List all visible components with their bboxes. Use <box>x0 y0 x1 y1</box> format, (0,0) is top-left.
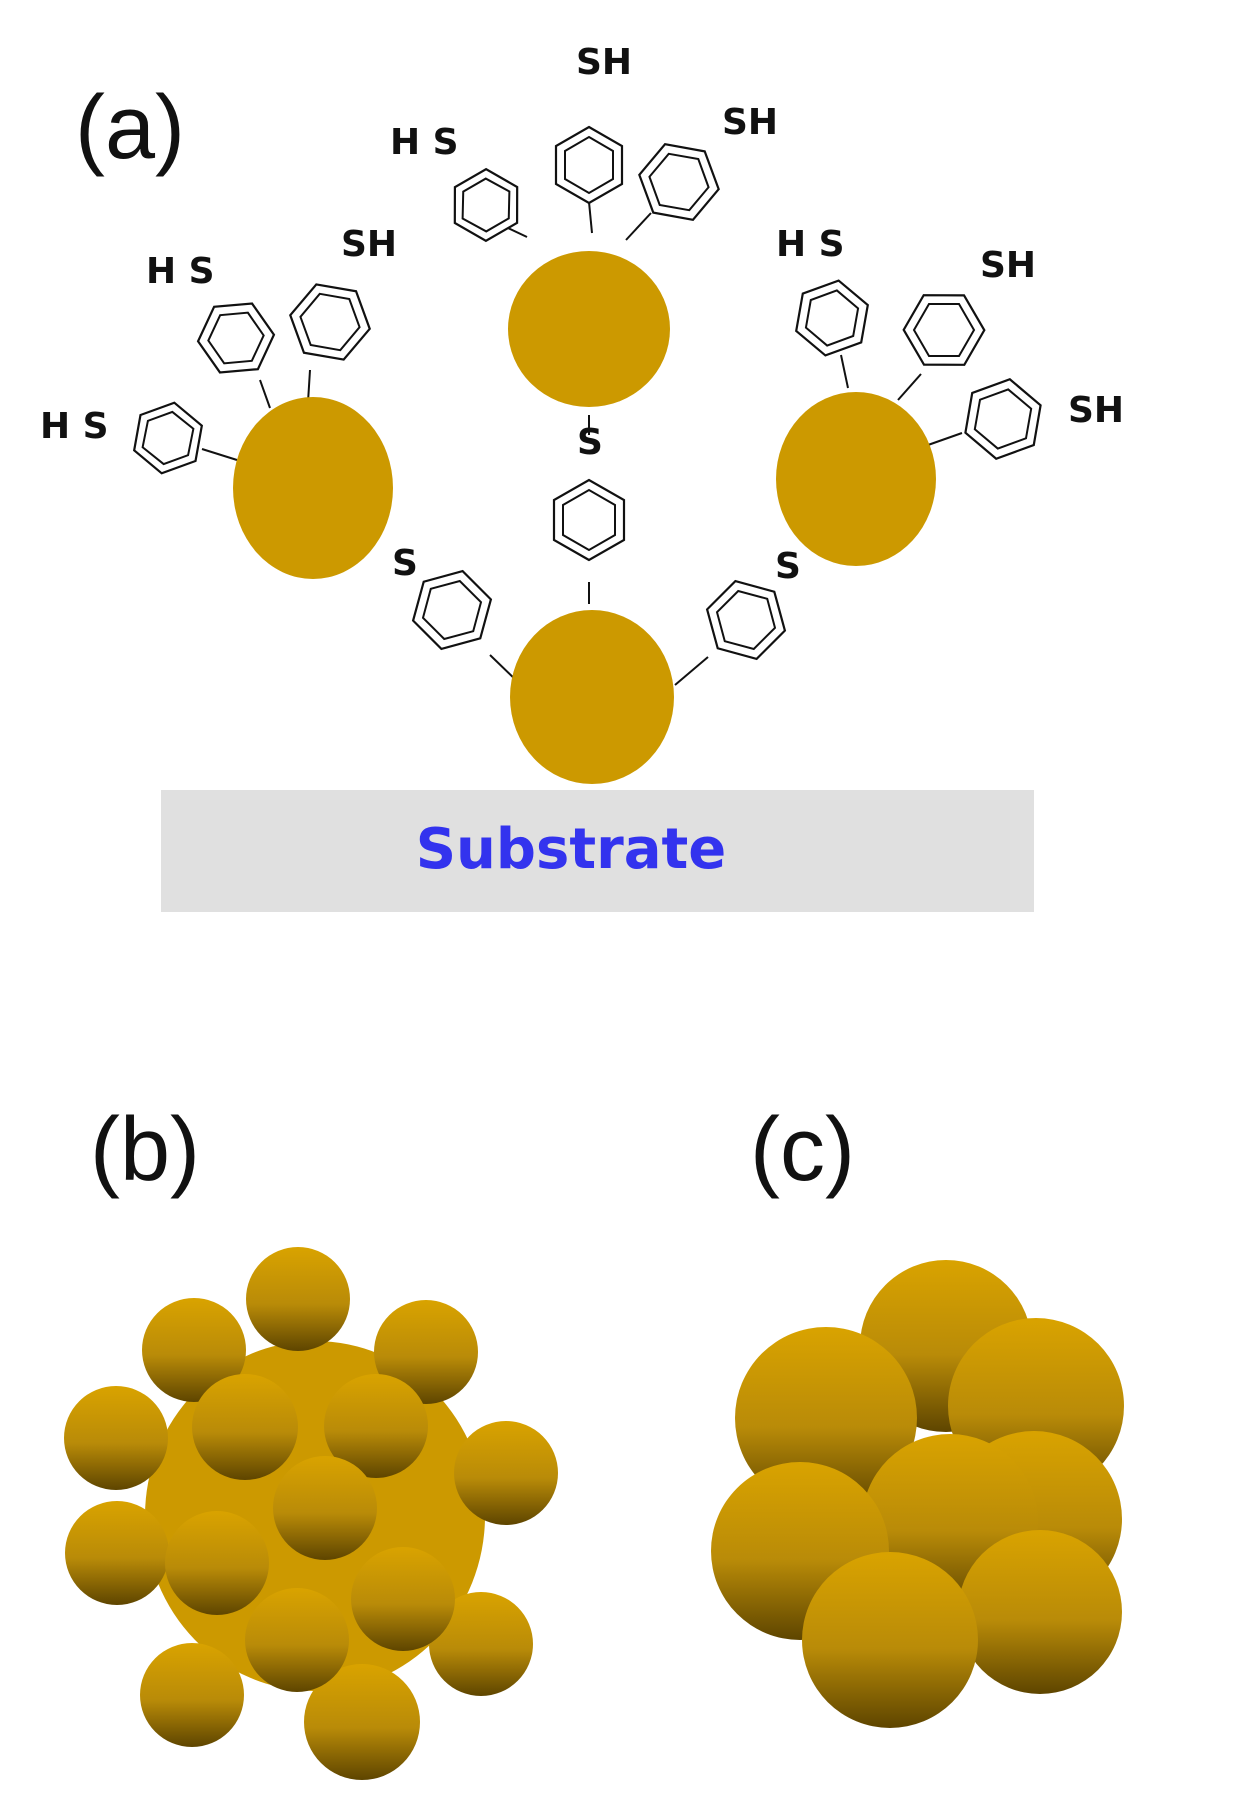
gold-sphere <box>245 1588 349 1692</box>
benzene-ring <box>705 579 787 661</box>
benzene-ring <box>289 283 371 361</box>
gold-sphere <box>246 1247 350 1351</box>
gold-sphere <box>64 1386 168 1490</box>
benzene-ring <box>795 279 869 357</box>
gold-sphere <box>735 1327 917 1509</box>
atom-labels: SH H S SH H S SH H S H S SH SH S S S <box>40 42 1124 587</box>
panel-b-label: (b) <box>90 1100 200 1200</box>
sh-label: SH <box>1068 390 1124 431</box>
gold-sphere <box>192 1374 298 1480</box>
benzene-ring <box>964 378 1042 460</box>
benzene-ring <box>453 167 519 243</box>
benzene-ring <box>902 294 986 366</box>
hs-label: H S <box>390 122 459 163</box>
gold-nanoparticle <box>510 610 674 784</box>
gold-nanoparticle <box>508 251 670 407</box>
benzene-ring <box>411 569 493 651</box>
s-label: S <box>577 422 603 463</box>
panel-b-cluster <box>64 1247 558 1780</box>
gold-sphere <box>351 1547 455 1651</box>
gold-sphere <box>429 1592 533 1696</box>
benzene-ring <box>196 302 276 374</box>
sh-label: SH <box>980 245 1036 286</box>
gold-sphere <box>304 1664 420 1780</box>
s-label: S <box>392 543 418 584</box>
sh-label: SH <box>576 42 632 83</box>
benzene-ring <box>132 401 204 475</box>
benzene-ring <box>638 142 720 222</box>
gold-sphere <box>65 1501 169 1605</box>
gold-sphere <box>802 1552 978 1728</box>
s-label: S <box>775 546 801 587</box>
gold-sphere <box>324 1374 428 1478</box>
substrate-label: Substrate <box>416 817 727 882</box>
hs-label: H S <box>146 251 215 292</box>
benzene-rings <box>132 125 1042 661</box>
gold-sphere <box>273 1456 377 1560</box>
gold-sphere <box>142 1298 246 1402</box>
sh-label: SH <box>722 102 778 143</box>
sh-label: SH <box>341 224 397 265</box>
substrate-bar <box>161 790 1034 912</box>
hs-label: H S <box>776 224 845 265</box>
gold-sphere <box>958 1530 1122 1694</box>
panel-c-label: (c) <box>750 1100 855 1200</box>
bond-lines <box>201 201 963 686</box>
panel-a-particles <box>233 251 936 784</box>
gold-sphere <box>374 1300 478 1404</box>
gold-nanoparticle <box>233 397 393 579</box>
gold-sphere <box>454 1421 558 1525</box>
gold-sphere <box>140 1643 244 1747</box>
panel-a-label: (a) <box>75 78 185 178</box>
panel-c-cluster <box>711 1260 1124 1728</box>
gold-sphere <box>165 1511 269 1615</box>
gold-nanoparticle <box>776 392 936 566</box>
benzene-ring <box>552 478 626 562</box>
hs-label: H S <box>40 406 109 447</box>
benzene-ring <box>554 125 624 205</box>
